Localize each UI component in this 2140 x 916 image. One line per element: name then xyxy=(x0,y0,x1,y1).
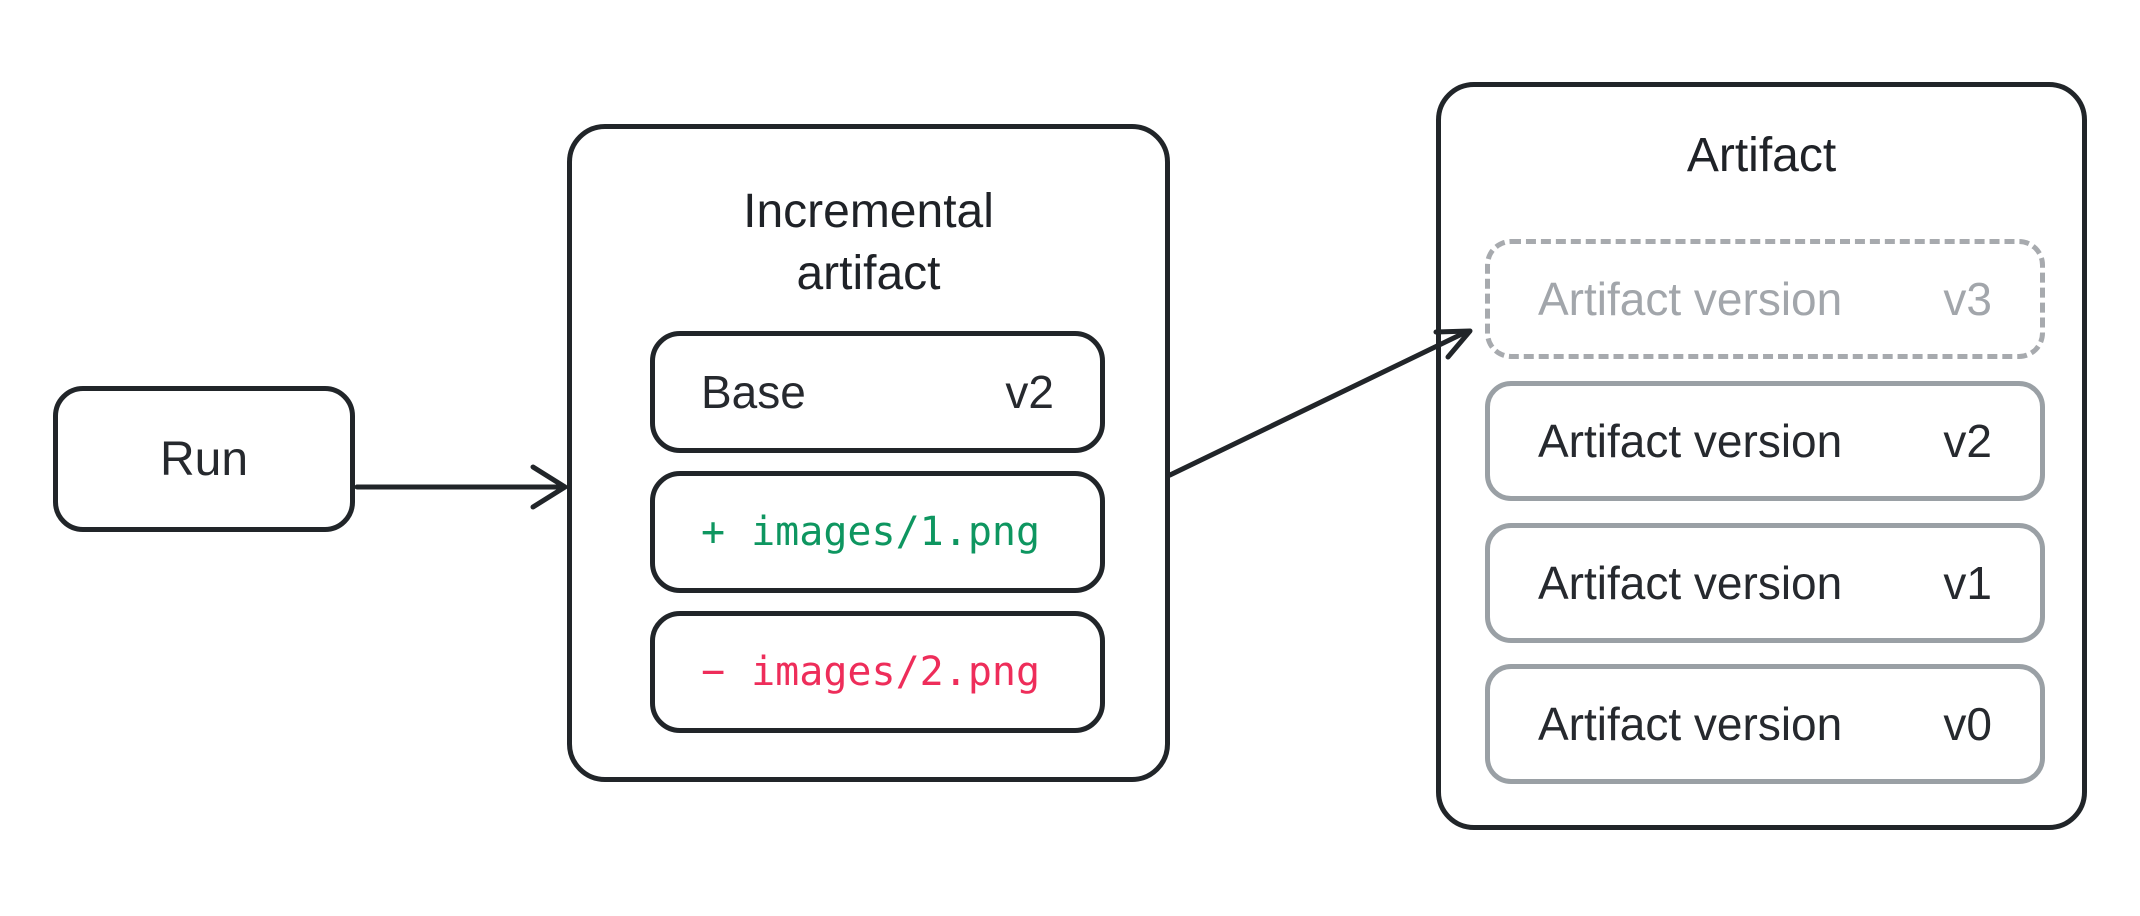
incremental-title-line1: Incremental xyxy=(743,185,994,238)
base-version-badge: v2 xyxy=(1005,366,1054,418)
added-file-path: images/1.png xyxy=(751,509,1041,555)
artifact-version-label: Artifact version xyxy=(1538,273,1843,325)
plus-icon: + xyxy=(701,509,726,555)
incremental-artifact-node: Incremental artifact Base v2 + images/1.… xyxy=(567,124,1170,782)
artifact-version-label: Artifact version xyxy=(1538,698,1843,750)
base-version-row: Base v2 xyxy=(650,331,1105,453)
run-node: Run xyxy=(53,386,355,532)
incremental-to-artifact-arrow xyxy=(1167,328,1473,478)
added-file-row: + images/1.png xyxy=(650,471,1105,593)
removed-file-row: − images/2.png xyxy=(650,611,1105,733)
artifact-version-row-pending: Artifact version v3 xyxy=(1485,239,2045,359)
artifact-version-label: Artifact version xyxy=(1538,415,1843,467)
removed-file-path: images/2.png xyxy=(751,649,1041,695)
artifact-version-row: Artifact version v1 xyxy=(1485,523,2045,643)
run-to-incremental-arrow xyxy=(354,464,568,510)
artifact-version-badge: v0 xyxy=(1943,698,1992,750)
artifact-version-badge: v2 xyxy=(1943,415,1992,467)
base-label: Base xyxy=(701,366,806,418)
incremental-artifact-title: Incremental artifact xyxy=(572,181,1165,305)
artifact-version-badge: v3 xyxy=(1943,273,1992,325)
incremental-title-line2: artifact xyxy=(796,247,941,300)
minus-icon: − xyxy=(701,649,726,695)
artifact-version-label: Artifact version xyxy=(1538,557,1843,609)
artifact-version-badge: v1 xyxy=(1943,557,1992,609)
run-label: Run xyxy=(159,432,249,486)
added-file-code: + images/1.png xyxy=(701,509,1040,555)
artifact-title: Artifact xyxy=(1686,129,1837,182)
removed-file-code: − images/2.png xyxy=(701,649,1040,695)
artifact-version-row: Artifact version v0 xyxy=(1485,664,2045,784)
artifact-node: Artifact Artifact version v3 Artifact ve… xyxy=(1436,82,2087,830)
artifact-version-row: Artifact version v2 xyxy=(1485,381,2045,501)
